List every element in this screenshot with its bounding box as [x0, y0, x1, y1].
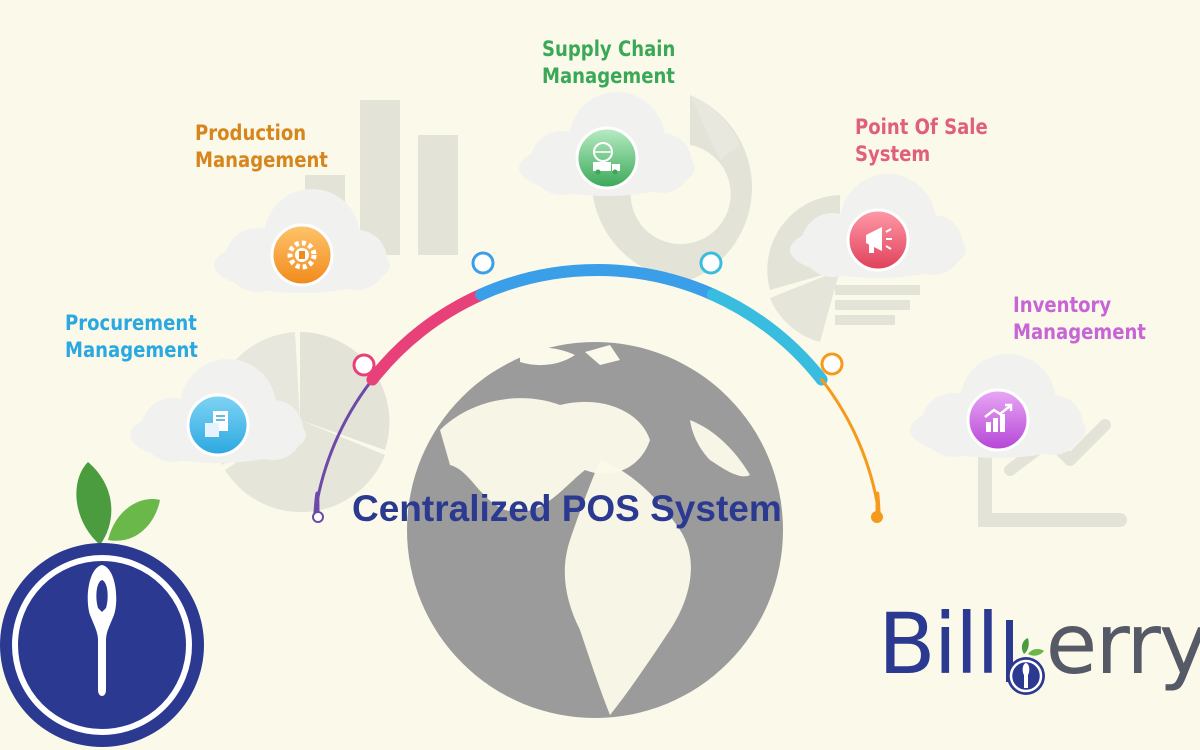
arc-node — [699, 251, 723, 275]
cloud-supply-chain — [519, 92, 695, 196]
brand-berry-icon — [1006, 620, 1045, 695]
label-line: Inventory — [1013, 293, 1112, 317]
document-box-icon — [205, 411, 228, 437]
watermark-bar-chart — [305, 100, 458, 255]
arc-node — [820, 352, 844, 376]
billberry-logo-icon — [0, 462, 204, 747]
supply-chain-segment — [475, 264, 719, 301]
cloud-production — [214, 189, 390, 293]
globe-truck-icon — [593, 142, 620, 175]
label-line: Management — [65, 338, 198, 362]
arc-node — [471, 251, 495, 275]
label-inventory: Inventory Management — [1013, 292, 1146, 346]
gear-icon — [287, 240, 317, 270]
center-title: Centralized POS System — [352, 488, 782, 529]
production-segment — [366, 288, 488, 386]
label-line: Procurement — [65, 311, 197, 335]
brand-part-1: Bill — [878, 595, 1000, 693]
label-line: Point Of Sale — [855, 115, 988, 139]
arc-endpoint-left — [312, 511, 324, 523]
label-point-of-sale: Point Of Sale System — [855, 114, 988, 168]
label-line: Supply Chain — [542, 37, 676, 61]
arc-endpoint-right — [871, 511, 883, 523]
label-line: Production — [195, 121, 307, 145]
cloud-point-of-sale — [790, 174, 966, 278]
brand-part-2: erry — [1045, 595, 1200, 693]
label-line: Management — [542, 64, 675, 88]
label-line: Management — [1013, 320, 1146, 344]
connection-arc — [312, 251, 883, 523]
cloud-procurement — [130, 359, 306, 463]
label-line: Management — [195, 148, 328, 172]
cloud-inventory — [910, 354, 1086, 458]
globe-icon — [407, 342, 783, 718]
label-production: Production Management — [195, 120, 328, 174]
brand-wordmark: Bill erry — [878, 594, 1200, 694]
inventory-segment — [820, 378, 881, 517]
bar-chart-arrow-icon — [984, 403, 1013, 432]
arc-tail-right — [875, 491, 881, 518]
point-of-sale-segment — [706, 288, 828, 386]
label-procurement: Procurement Management — [65, 310, 198, 364]
label-line: System — [855, 142, 931, 166]
module-clouds — [130, 92, 1086, 463]
megaphone-icon — [866, 227, 892, 253]
arc-node — [352, 353, 376, 377]
label-supply-chain: Supply Chain Management — [542, 36, 675, 90]
arc-tail-left — [313, 491, 320, 518]
watermark-donut-chart — [591, 95, 753, 280]
